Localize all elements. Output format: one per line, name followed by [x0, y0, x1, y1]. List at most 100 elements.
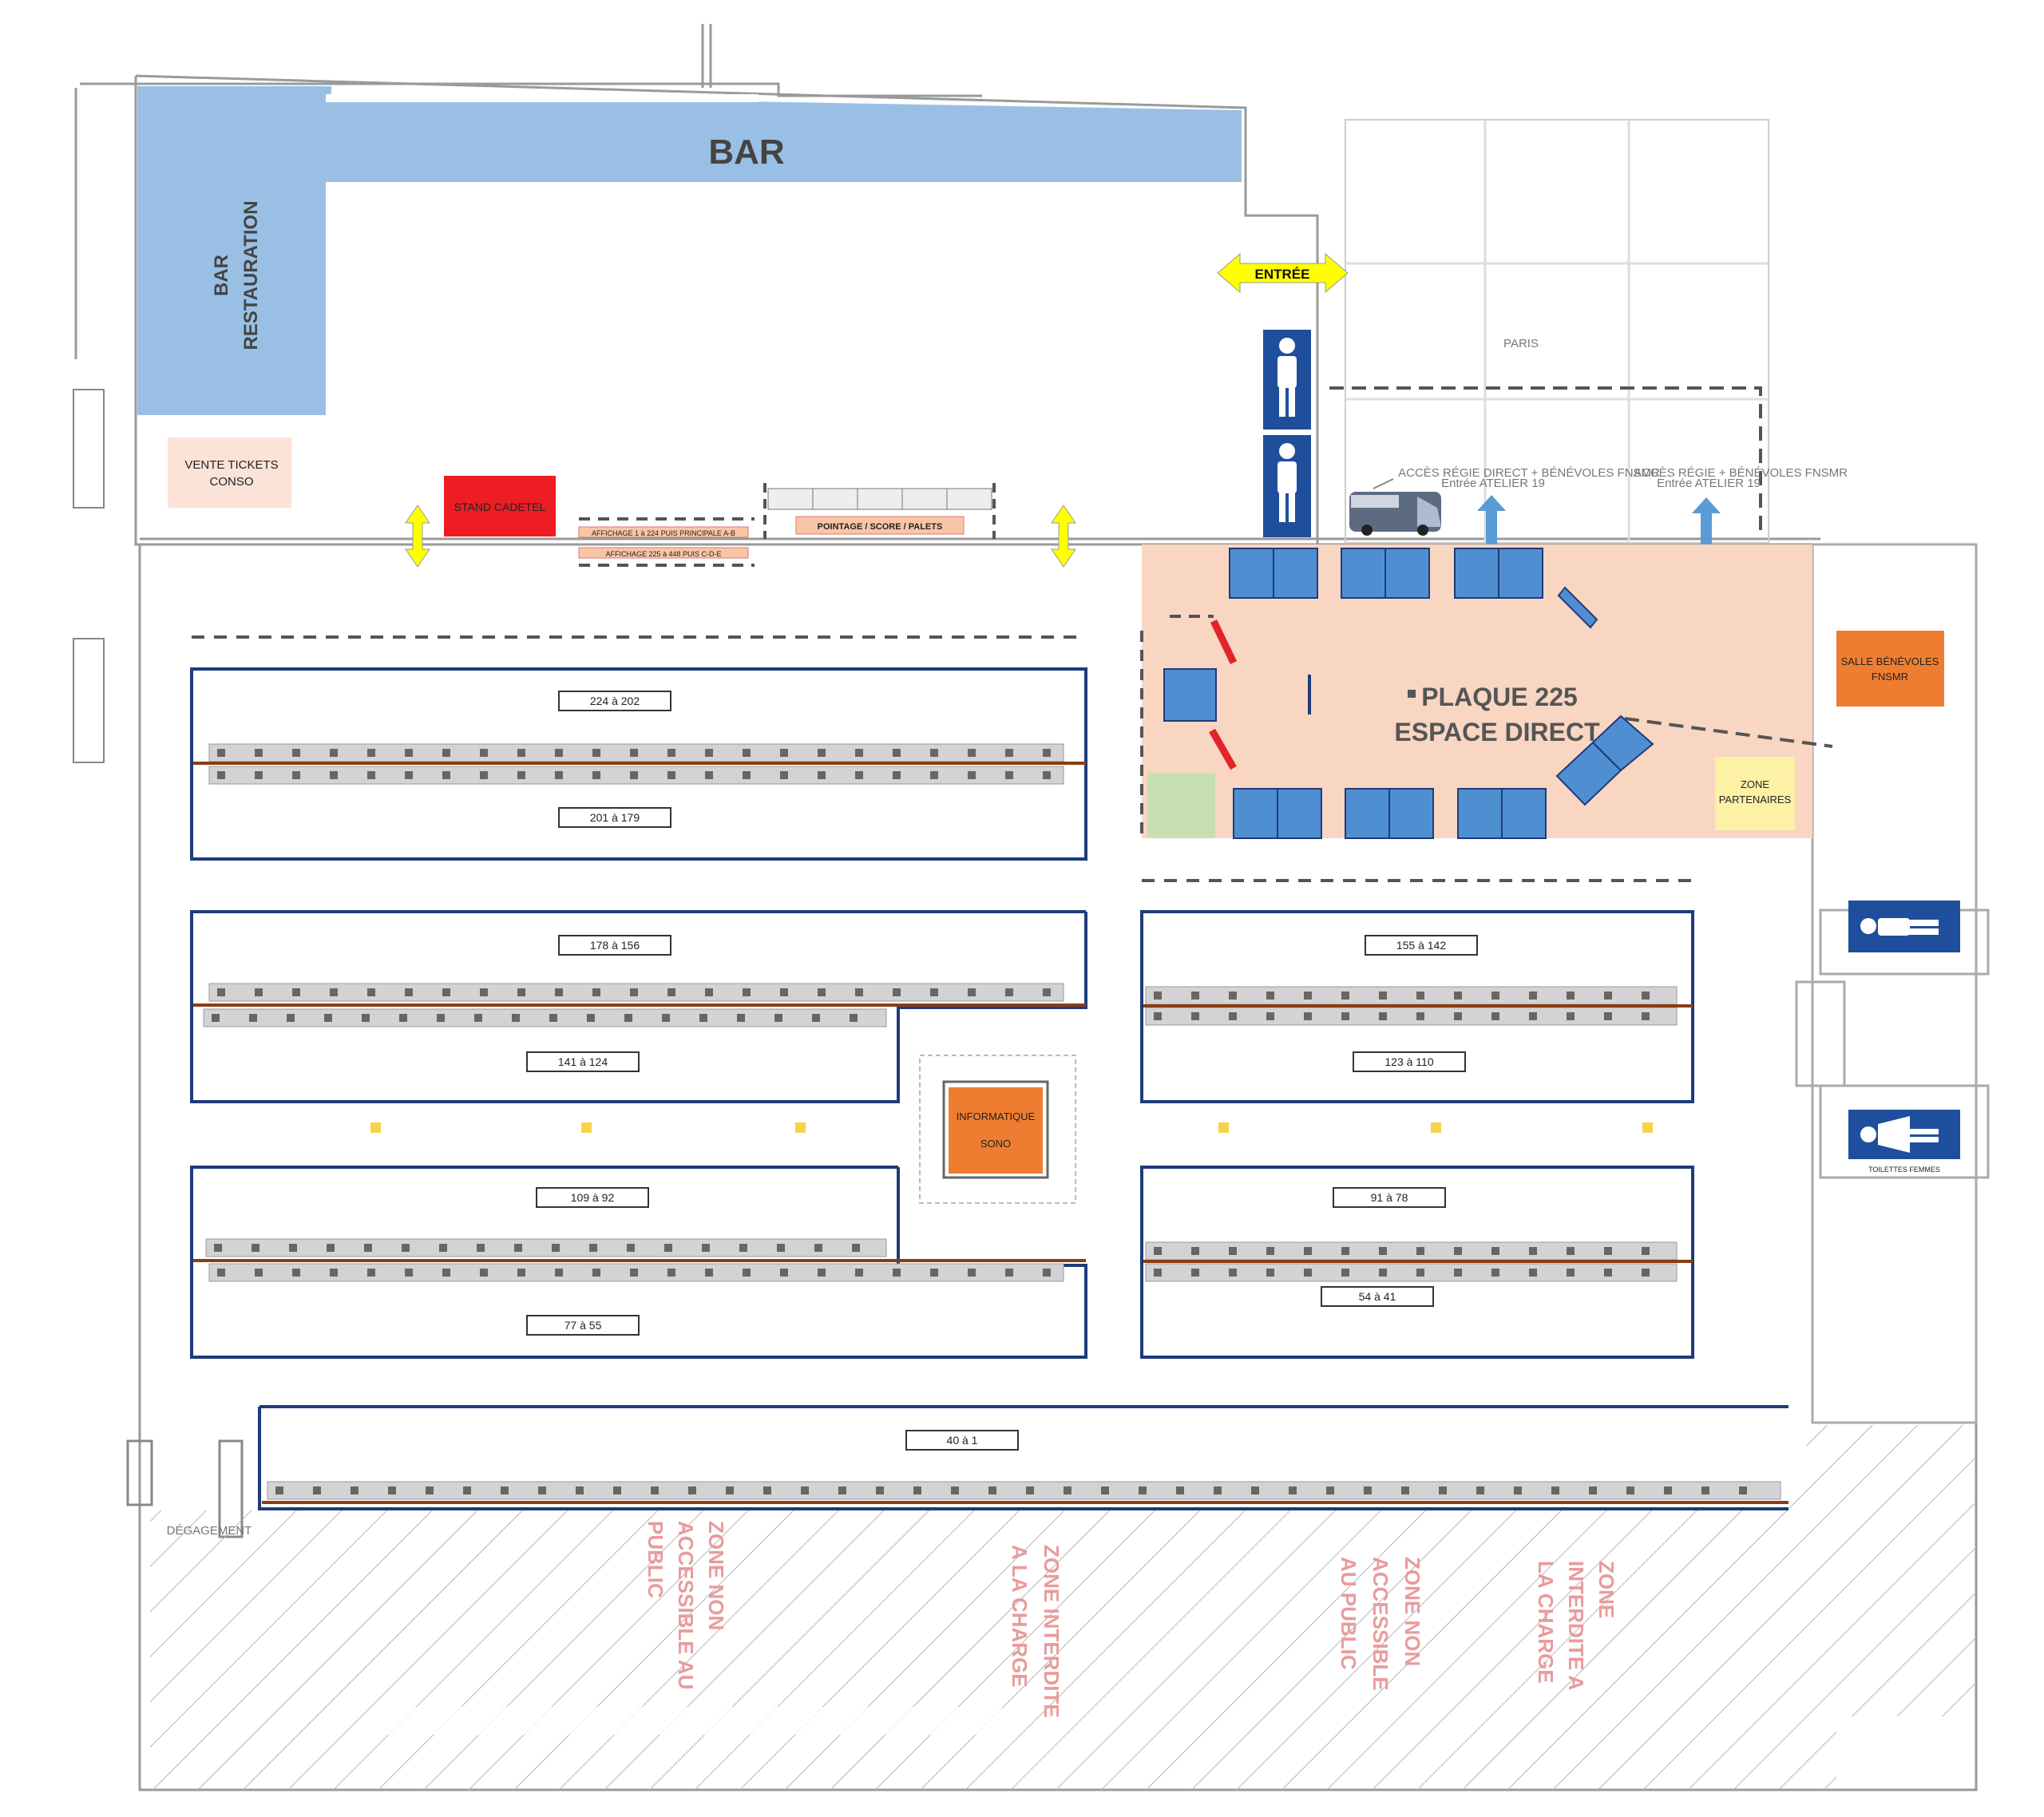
plate-marker — [739, 1244, 747, 1252]
lane-label: 109 à 92 — [571, 1191, 615, 1204]
plate-marker — [402, 1244, 410, 1252]
plate-marker — [1139, 1486, 1147, 1494]
regie-boundary — [1329, 386, 1762, 535]
plate-marker — [1491, 1247, 1499, 1255]
plate-marker — [1567, 1247, 1575, 1255]
plate-marker — [1191, 1247, 1199, 1255]
plate-marker — [930, 749, 938, 757]
affichage-signs: AFFICHAGE 1 à 224 PUIS PRINCIPALE A-B AF… — [578, 517, 755, 567]
plate-marker — [951, 1486, 959, 1494]
plate-marker — [1379, 992, 1387, 1000]
plate-marker — [667, 771, 675, 779]
plate-marker — [405, 1269, 413, 1277]
plate-marker — [893, 771, 901, 779]
bar-restauration-label-1: BAR — [211, 255, 232, 296]
plate-marker — [587, 1014, 595, 1022]
plate-marker — [1005, 988, 1013, 996]
plate-marker — [630, 988, 638, 996]
plate-marker — [1154, 1269, 1162, 1277]
plate-marker — [252, 1244, 259, 1252]
plate-marker — [212, 1014, 220, 1022]
affichage-1-label: AFFICHAGE 1 à 224 PUIS PRINCIPALE A-B — [592, 529, 735, 537]
pointage-label: POINTAGE / SCORE / PALETS — [818, 522, 943, 532]
plate-marker — [324, 1014, 332, 1022]
plate-marker — [876, 1486, 884, 1494]
plate-marker — [1341, 1012, 1349, 1020]
plate-marker — [292, 771, 300, 779]
plate-marker — [1642, 992, 1650, 1000]
informatique-sono: INFORMATIQUE SONO — [919, 1055, 1076, 1204]
plate-marker — [501, 1486, 509, 1494]
plate-marker — [705, 988, 713, 996]
plate-marker — [930, 1269, 938, 1277]
entree-atelier-label-2: Entrée ATELIER 19 — [1657, 477, 1761, 490]
plate-marker — [517, 988, 525, 996]
plate-marker — [287, 1014, 295, 1022]
plate-marker — [630, 771, 638, 779]
plate-marker — [1529, 992, 1537, 1000]
svg-text:ZONE INTERDITE: ZONE INTERDITE — [1040, 1545, 1064, 1718]
plate-marker — [1101, 1486, 1109, 1494]
plate-marker — [1476, 1486, 1484, 1494]
plate-marker — [1416, 1269, 1424, 1277]
direct-tables — [1163, 548, 1654, 839]
plate-marker — [1191, 1012, 1199, 1020]
svg-text:PARTENAIRES: PARTENAIRES — [1719, 794, 1792, 806]
plate-marker — [838, 1486, 846, 1494]
plate-marker — [1701, 1486, 1709, 1494]
plate-marker — [893, 749, 901, 757]
plate-marker — [1043, 749, 1051, 757]
plate-marker — [367, 771, 375, 779]
plate-marker — [442, 771, 450, 779]
plaque-225-title-1: PLAQUE 225 — [1421, 683, 1578, 711]
plate-marker — [292, 988, 300, 996]
plate-marker — [1266, 992, 1274, 1000]
plate-marker — [818, 988, 826, 996]
plate-marker — [664, 1244, 672, 1252]
svg-text:SONO: SONO — [980, 1138, 1011, 1150]
plate-marker — [814, 1244, 822, 1252]
vente-tickets-zone: VENTE TICKETS CONSO — [168, 437, 291, 508]
plate-marker — [1154, 1012, 1162, 1020]
plate-marker — [1589, 1486, 1597, 1494]
plate-marker — [388, 1486, 396, 1494]
plate-marker — [480, 771, 488, 779]
lane-label: 141 à 124 — [558, 1055, 608, 1068]
plate-marker — [217, 1269, 225, 1277]
plate-marker — [1416, 1012, 1424, 1020]
plate-marker — [630, 1269, 638, 1277]
acces-regie-2-label: ACCÈS RÉGIE + BÉNÉVOLES FNSMR — [1634, 466, 1848, 480]
plate-marker — [968, 771, 976, 779]
pointage-zone: POINTAGE / SCORE / PALETS — [763, 483, 996, 539]
plate-marker — [1304, 1247, 1312, 1255]
plate-marker — [477, 1244, 485, 1252]
plate-marker — [405, 771, 413, 779]
plate-marker — [801, 1486, 809, 1494]
lane-label: 201 à 179 — [590, 811, 640, 824]
plate-marker — [763, 1486, 771, 1494]
plate-marker — [1341, 1269, 1349, 1277]
entree-atelier-label-1: Entrée ATELIER 19 — [1441, 477, 1545, 490]
plate-marker — [737, 1014, 745, 1022]
plate-marker — [1364, 1486, 1372, 1494]
svg-text:SALLE BÉNÉVOLES: SALLE BÉNÉVOLES — [1841, 655, 1939, 667]
plate-marker — [1514, 1486, 1522, 1494]
plate-marker — [968, 1269, 976, 1277]
hall-dashed-lines — [192, 635, 1693, 882]
plate-marker — [351, 1486, 358, 1494]
plate-marker — [480, 988, 488, 996]
plate-marker — [743, 988, 751, 996]
plate-marker — [1191, 1269, 1199, 1277]
plate-marker — [1005, 771, 1013, 779]
plate-marker — [850, 1014, 858, 1022]
plate-marker — [1064, 1486, 1072, 1494]
plate-marker — [1529, 1269, 1537, 1277]
plate-marker — [463, 1486, 471, 1494]
svg-text:ZONE NON: ZONE NON — [704, 1521, 728, 1630]
plate-marker — [426, 1486, 434, 1494]
plate-marker — [1454, 1247, 1462, 1255]
plate-marker — [630, 749, 638, 757]
plate-marker — [1529, 1012, 1537, 1020]
plate-marker — [1043, 771, 1051, 779]
